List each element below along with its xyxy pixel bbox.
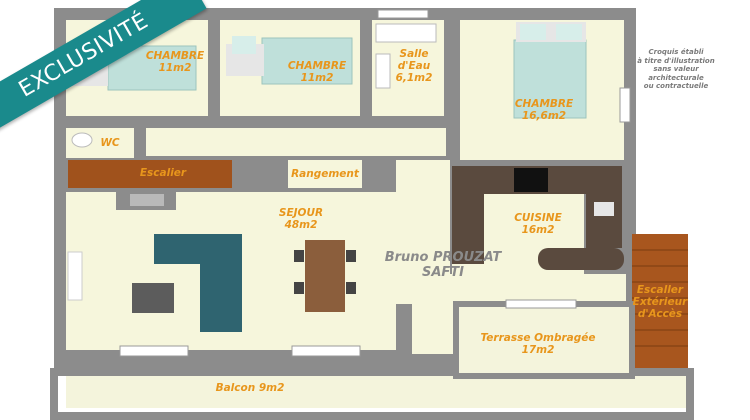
sofa (154, 234, 242, 332)
bathroom-fixtures (375, 23, 437, 89)
stair-landing-inner (130, 194, 164, 206)
kitchen-island (538, 248, 624, 270)
sejour-right-floor (396, 160, 450, 274)
windows (119, 9, 631, 357)
bed-chambre3 (513, 22, 587, 119)
toilet (71, 132, 93, 148)
balcon-floor (66, 376, 686, 408)
cuisine-lower-floor (396, 274, 626, 304)
interior-stair (68, 160, 232, 188)
side-room-floor (412, 304, 454, 354)
balcon-label: Balcon 9m2 (215, 382, 285, 394)
cooktop (514, 168, 548, 192)
escalier-label: Escalier (139, 167, 187, 179)
exterior-stair-steps (632, 249, 688, 347)
rangement-label: Rangement (291, 168, 359, 180)
wc-label: WC (100, 137, 120, 149)
kitchen-sink (594, 202, 614, 216)
coffee-table (132, 283, 174, 313)
kitchen-counter-left (452, 194, 484, 264)
radiator (67, 251, 83, 301)
dining-chairs (294, 250, 356, 294)
corridor-floor (146, 128, 446, 156)
balcon-railing (50, 368, 694, 420)
rangement-floor (288, 160, 362, 188)
bed-chambre2 (226, 36, 353, 85)
dining-table (305, 240, 345, 312)
